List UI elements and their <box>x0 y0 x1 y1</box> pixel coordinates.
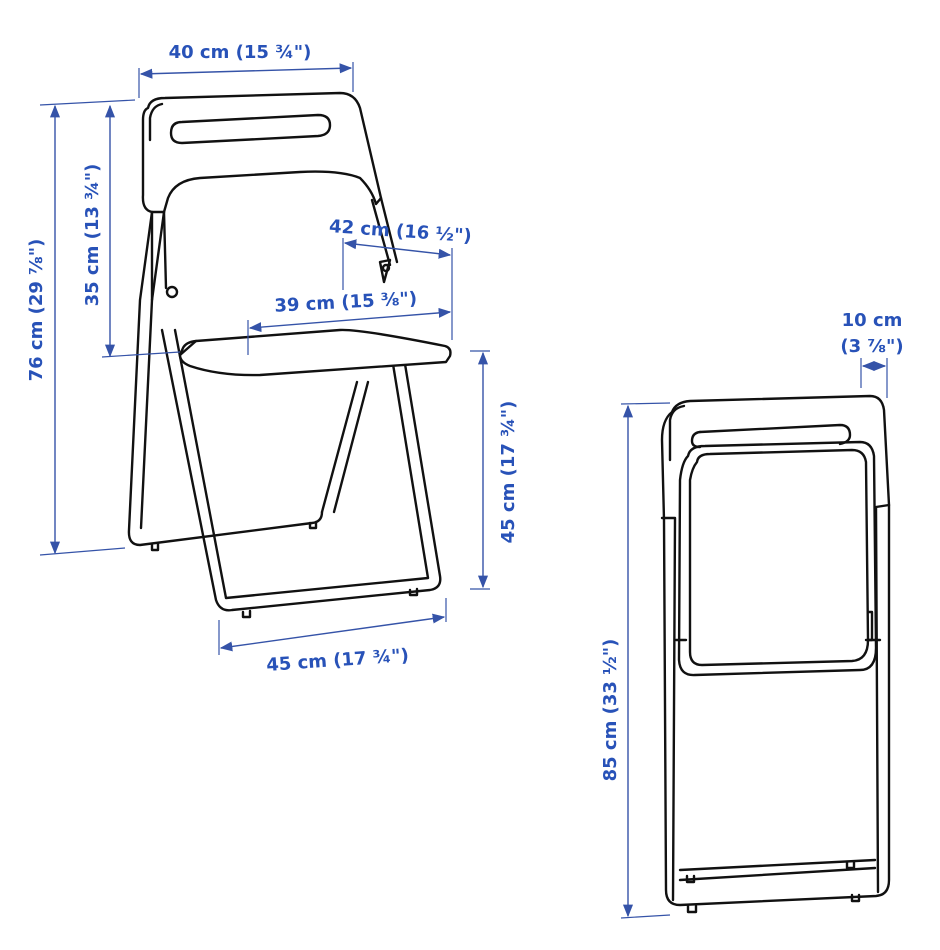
dimension-seat-depth: 42 cm (16 ½") <box>328 216 472 340</box>
folded-chair-drawing <box>660 394 891 914</box>
folded-thickness-label-line2: (3 ⅞") <box>840 336 903 357</box>
seat-depth-label: 42 cm (16 ½") <box>328 216 472 247</box>
backrest-height-label: 35 cm (13 ¾") <box>82 164 103 307</box>
dimension-backrest-height: 35 cm (13 ¾") <box>82 104 181 358</box>
unfolded-chair-drawing <box>127 91 452 619</box>
dimension-total-height: 76 cm (29 ⅞") <box>26 99 136 556</box>
chair-depth-label: 45 cm (17 ¾") <box>266 645 410 676</box>
dimension-seat-height: 45 cm (17 ¾") <box>470 350 519 590</box>
dimension-chair-depth: 45 cm (17 ¾") <box>218 598 447 676</box>
seat-height-label: 45 cm (17 ¾") <box>498 401 519 544</box>
dimension-backrest-width: 40 cm (15 ¾") <box>138 42 354 98</box>
folded-height-label: 85 cm (33 ½") <box>600 639 621 782</box>
folded-thickness-label-line1: 10 cm <box>842 310 903 331</box>
total-height-label: 76 cm (29 ⅞") <box>26 239 47 382</box>
dimension-folded-height: 85 cm (33 ½") <box>600 402 671 919</box>
backrest-width-label: 40 cm (15 ¾") <box>169 42 312 63</box>
dimension-folded-thickness: 10 cm (3 ⅞") <box>840 310 904 398</box>
seat-width-label: 39 cm (15 ⅜") <box>274 288 418 316</box>
